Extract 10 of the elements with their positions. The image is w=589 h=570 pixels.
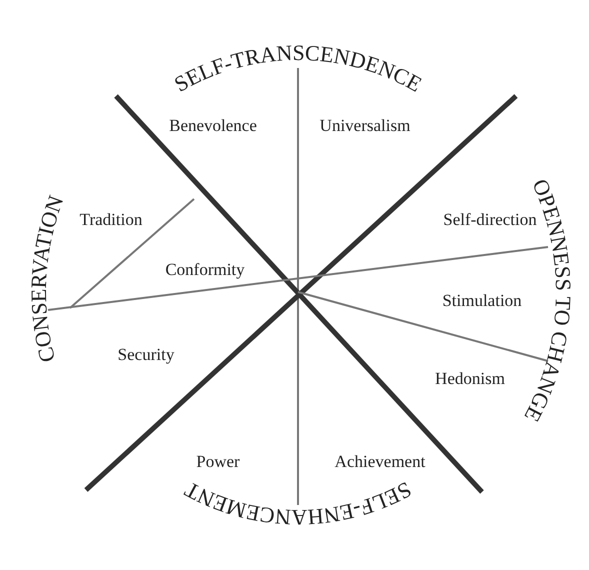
value-label: Benevolence bbox=[169, 116, 257, 136]
value-label: Universalism bbox=[320, 116, 410, 136]
value-label: Conformity bbox=[165, 260, 245, 280]
value-label: Tradition bbox=[80, 210, 142, 230]
value-label: Power bbox=[196, 452, 240, 472]
value-label: Security bbox=[118, 345, 174, 365]
value-label: Self-direction bbox=[443, 210, 537, 229]
value-label: Stimulation bbox=[442, 291, 522, 311]
value-label: Hedonism bbox=[435, 369, 505, 389]
value-label: Achievement bbox=[334, 452, 426, 472]
